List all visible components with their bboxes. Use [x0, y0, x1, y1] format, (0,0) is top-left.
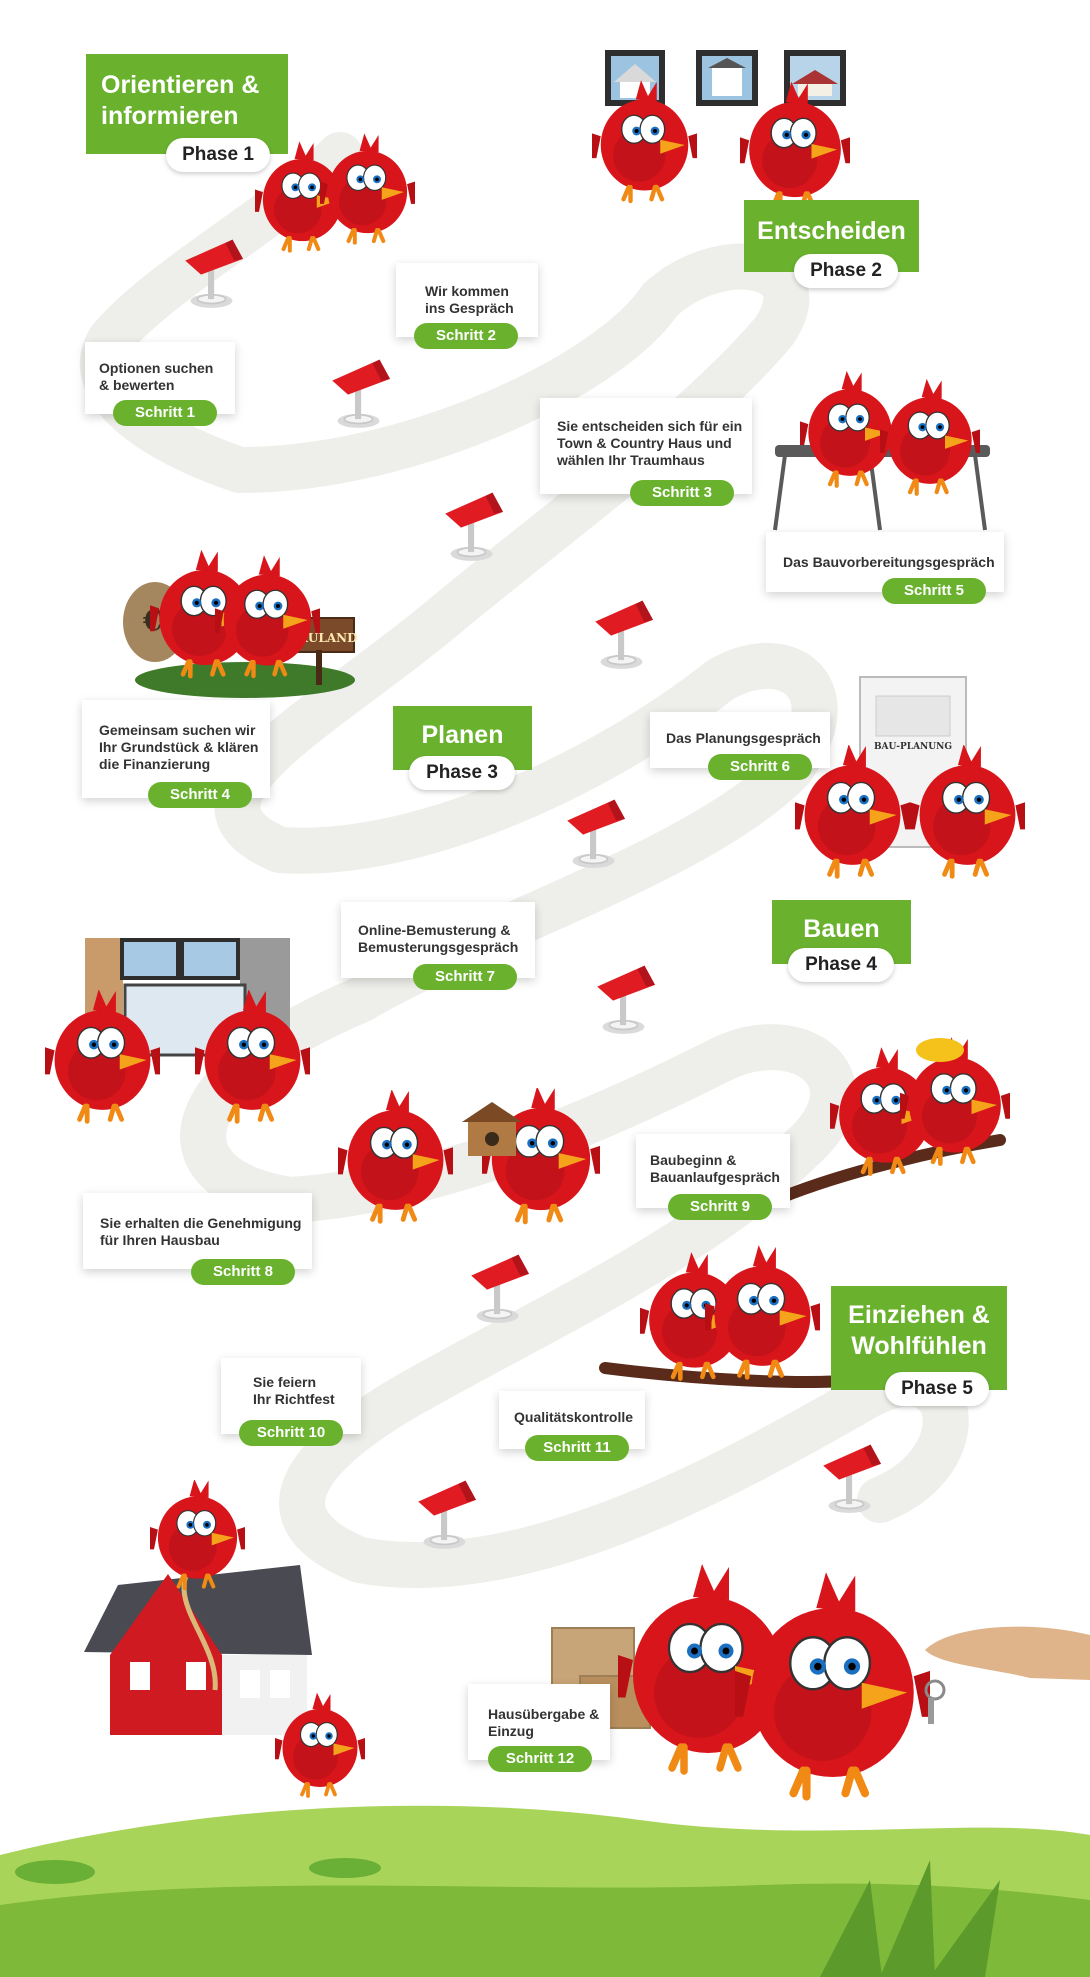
- step-card-3: Sie entscheiden sich für ein Town & Coun…: [540, 398, 752, 506]
- phase-title: Bauen: [803, 915, 880, 943]
- step-label: Schritt 2: [414, 323, 518, 349]
- step-text: Qualitätskontrolle: [514, 1409, 634, 1425]
- step-label: Schritt 4: [148, 782, 252, 808]
- phase-2-box: Entscheiden Phase 2: [744, 200, 919, 288]
- phase-label: Phase 3: [409, 756, 515, 790]
- step-card-8: Sie erhalten die Genehmigung für Ihren H…: [83, 1193, 312, 1285]
- step-label: Schritt 1: [113, 400, 217, 426]
- step-label: Schritt 5: [882, 578, 986, 604]
- phase-label: Phase 5: [885, 1372, 989, 1406]
- step-label: Schritt 6: [708, 754, 812, 780]
- path-marker-icon: [596, 964, 656, 1035]
- phase-4-box: Bauen Phase 4: [772, 900, 911, 982]
- step-label: Schritt 11: [525, 1435, 629, 1461]
- phase-5-box: Einziehen & Wohlfühlen Phase 5: [831, 1286, 1007, 1406]
- step-text: Das Bauvorbereitungsgespräch: [783, 554, 995, 570]
- phase-3-box: Planen Phase 3: [393, 706, 532, 790]
- house-icon: [84, 1565, 312, 1735]
- step-text: Gemeinsam suchen wir Ihr Grundstück & kl…: [99, 722, 259, 772]
- step-label: Schritt 3: [630, 480, 734, 506]
- step-label: Schritt 9: [668, 1194, 772, 1220]
- step-card-10: Sie feiern Ihr Richtfest Schritt 10: [221, 1358, 361, 1446]
- step-card-12: Hausübergabe & Einzug Schritt 12: [468, 1684, 610, 1772]
- step-card-6: Das Planungsgespräch Schritt 6: [650, 712, 830, 780]
- hand-with-keys-icon: [925, 1626, 1090, 1680]
- step-card-4: Gemeinsam suchen wir Ihr Grundstück & kl…: [82, 700, 270, 808]
- step-text: Optionen suchen & bewerten: [99, 360, 214, 393]
- step-card-5: Das Bauvorbereitungsgespräch Schritt 5: [766, 532, 1004, 604]
- step-text: Hausübergabe & Einzug: [488, 1706, 600, 1739]
- phase-label: Phase 1: [166, 138, 270, 172]
- house-pictures: [605, 50, 846, 106]
- step-card-2: Wir kommen ins Gespräch Schritt 2: [396, 263, 538, 349]
- step-label: Schritt 12: [488, 1746, 592, 1772]
- path-marker-icon: [594, 599, 654, 670]
- step-text: Wir kommen ins Gespräch: [425, 283, 514, 316]
- phase-label: Phase 4: [788, 948, 894, 982]
- phase-title: Planen: [421, 721, 504, 749]
- phase-title: Einziehen & Wohlfühlen: [848, 1301, 990, 1360]
- step-label: Schritt 10: [239, 1420, 343, 1446]
- path-marker-icon: [331, 358, 391, 429]
- bau-planung-sign: BAU-PLANUNG: [874, 742, 952, 752]
- phase-title: Orientieren & informieren: [101, 71, 260, 130]
- step-text: Sie entscheiden sich für ein Town & Coun…: [557, 418, 743, 468]
- step-label: Schritt 7: [413, 964, 517, 990]
- step-card-1: Optionen suchen & bewerten Schritt 1: [85, 342, 235, 426]
- step-card-9: Baubeginn & Bauanlaufgespräch Schritt 9: [636, 1134, 790, 1220]
- phase-1-box: Orientieren & informieren Phase 1: [86, 54, 288, 172]
- step-text: Baubeginn & Bauanlaufgespräch: [650, 1152, 780, 1185]
- step-text: Das Planungsgespräch: [666, 730, 821, 746]
- phase-label: Phase 2: [794, 254, 898, 288]
- step-label: Schritt 8: [191, 1259, 295, 1285]
- step-text: Sie erhalten die Genehmigung für Ihren H…: [100, 1215, 302, 1248]
- step-text: Sie feiern Ihr Richtfest: [253, 1374, 335, 1407]
- step-card-7: Online-Bemusterung & Bemusterungsgespräc…: [341, 902, 535, 990]
- phase-title: Entscheiden: [757, 217, 906, 245]
- step-card-11: Qualitätskontrolle Schritt 11: [499, 1391, 645, 1461]
- step-text: Online-Bemusterung & Bemusterungsgespräc…: [358, 922, 519, 955]
